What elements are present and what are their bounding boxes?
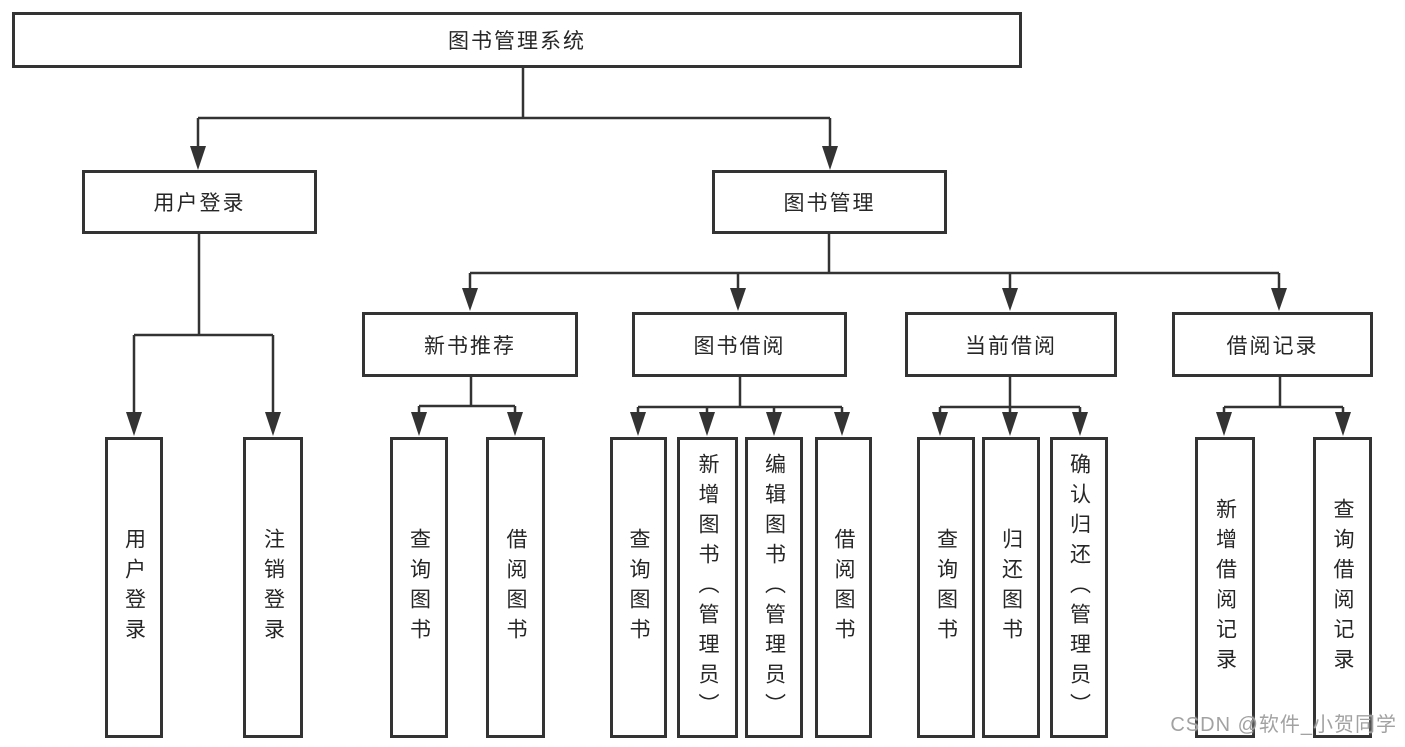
node-current-borrowing-label: 当前借阅 (965, 334, 1057, 358)
leaf-logout: 注销登录 (243, 437, 303, 738)
leaf-user-login: 用户登录 (105, 437, 163, 738)
node-borrowing-records-label: 借阅记录 (1226, 334, 1319, 358)
leaf-borrow-books-recommend-label: 借阅图书 (504, 527, 527, 648)
leaf-add-borrow-record: 新增借阅记录 (1195, 437, 1255, 738)
leaf-borrow-books-borrowing: 借阅图书 (815, 437, 872, 738)
node-borrowing-records: 借阅记录 (1172, 312, 1373, 377)
leaf-confirm-return-admin: 确认归还（管理员） (1050, 437, 1108, 738)
leaf-query-books-borrowing: 查询图书 (610, 437, 667, 738)
node-new-book-recommendation: 新书推荐 (362, 312, 578, 377)
leaf-edit-book-admin-label: 编辑图书（管理员） (762, 452, 786, 723)
leaf-query-books-borrowing-label: 查询图书 (627, 527, 650, 648)
node-book-borrowing-label: 图书借阅 (693, 334, 786, 358)
leaf-add-book-admin-label: 新增图书（管理员） (696, 452, 719, 723)
leaf-add-borrow-record-label: 新增借阅记录 (1213, 497, 1237, 678)
leaf-borrow-books-borrowing-label: 借阅图书 (832, 527, 855, 648)
leaf-logout-label: 注销登录 (261, 527, 285, 648)
arrowheads (126, 146, 1351, 436)
node-user-login: 用户登录 (82, 170, 317, 234)
leaf-query-books-recommend: 查询图书 (390, 437, 448, 738)
leaf-query-books-current-label: 查询图书 (934, 527, 958, 648)
node-book-management: 图书管理 (712, 170, 947, 234)
csdn-watermark: CSDN @软件_小贺同学 (1170, 714, 1397, 736)
leaf-query-borrow-record: 查询借阅记录 (1313, 437, 1372, 738)
node-book-borrowing: 图书借阅 (632, 312, 847, 377)
leaf-edit-book-admin: 编辑图书（管理员） (745, 437, 803, 738)
leaf-add-book-admin: 新增图书（管理员） (677, 437, 738, 738)
leaf-return-book-label: 归还图书 (999, 527, 1023, 648)
leaf-query-borrow-record-label: 查询借阅记录 (1331, 497, 1354, 678)
node-new-book-recommendation-label: 新书推荐 (424, 334, 516, 358)
leaf-user-login-label: 用户登录 (122, 527, 146, 648)
node-book-management-label: 图书管理 (783, 192, 876, 215)
node-user-login-label: 用户登录 (153, 192, 246, 215)
leaf-query-books-recommend-label: 查询图书 (407, 527, 431, 648)
node-current-borrowing: 当前借阅 (905, 312, 1117, 377)
leaf-query-books-current: 查询图书 (917, 437, 975, 738)
leaf-borrow-books-recommend: 借阅图书 (486, 437, 545, 738)
node-library-system-label: 图书管理系统 (448, 30, 586, 53)
leaf-return-book: 归还图书 (982, 437, 1040, 738)
leaf-confirm-return-admin-label: 确认归还（管理员） (1067, 452, 1091, 723)
node-library-system: 图书管理系统 (12, 12, 1022, 68)
